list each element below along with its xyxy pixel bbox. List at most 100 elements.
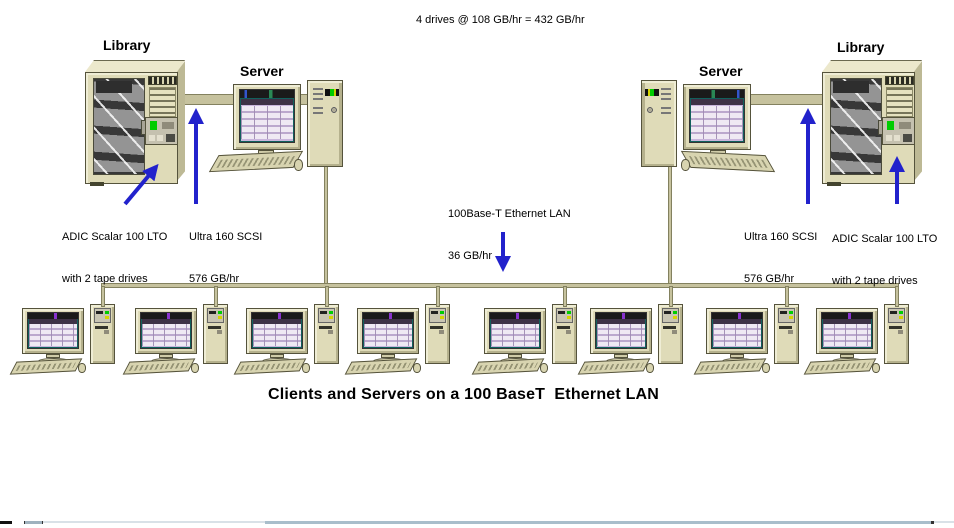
client-workstation <box>9 300 116 378</box>
lan-label: 100Base-T Ethernet LAN 36 GB/hr <box>448 208 571 262</box>
scsi-label-right: Ultra 160 SCSI 576 GB/hr <box>744 231 818 285</box>
client-drop-line <box>214 286 218 307</box>
client-workstation <box>577 300 684 378</box>
server-mouse <box>681 159 690 171</box>
client-floppy-slot <box>663 326 677 334</box>
client-tower <box>658 304 683 364</box>
scsi-bus-right <box>747 94 824 105</box>
client-floppy-slot <box>889 326 903 334</box>
client-tower <box>203 304 228 364</box>
client-mouse <box>413 363 421 373</box>
diagram-caption: Clients and Servers on a 100 BaseT Ether… <box>268 386 660 403</box>
client-keyboard <box>577 358 651 375</box>
client-drop-line <box>563 286 567 307</box>
bottom-edge-tick <box>931 521 934 524</box>
client-monitor <box>706 308 768 354</box>
client-tower <box>884 304 909 364</box>
client-mouse <box>762 363 770 373</box>
client-keyboard <box>471 358 545 375</box>
server-keyboard <box>208 150 304 173</box>
client-mouse <box>646 363 654 373</box>
client-monitor <box>816 308 878 354</box>
client-keyboard <box>344 358 418 375</box>
client-tower <box>90 304 115 364</box>
server-keyboard <box>680 150 776 173</box>
client-drop-line <box>785 286 789 307</box>
server-workstation-left <box>208 79 345 177</box>
server-lan-cable-left <box>324 166 328 285</box>
library-vents <box>886 87 913 117</box>
client-tower-led-panel <box>207 308 224 323</box>
client-tower <box>774 304 799 364</box>
tape-library-right <box>822 60 922 188</box>
client-floppy-slot <box>208 326 222 334</box>
adic-label-right: ADIC Scalar 100 LTO with 2 tape drives <box>832 233 938 287</box>
server-lan-cable-right <box>668 166 672 285</box>
client-drop-line <box>436 286 440 307</box>
client-mouse <box>540 363 548 373</box>
client-drop-line <box>669 286 673 307</box>
client-monitor <box>22 308 84 354</box>
library-glass-door <box>93 78 145 175</box>
client-tower-led-panel <box>318 308 335 323</box>
server-workstation-right <box>639 79 776 177</box>
client-mouse <box>191 363 199 373</box>
client-screen <box>27 312 79 349</box>
client-workstation <box>122 300 229 378</box>
client-floppy-slot <box>779 326 793 334</box>
client-screen <box>821 312 873 349</box>
client-mouse <box>78 363 86 373</box>
library-glass-door <box>830 78 882 175</box>
library-front-face <box>85 72 178 186</box>
client-workstation <box>233 300 340 378</box>
server-tower <box>641 80 677 167</box>
server-tower <box>307 80 343 167</box>
adic-label-left: ADIC Scalar 100 LTO with 2 tape drives <box>62 231 168 285</box>
client-keyboard <box>803 358 877 375</box>
library-foot <box>827 182 841 186</box>
library-side-face <box>914 61 922 181</box>
library-label-left: Library <box>103 37 151 53</box>
library-foot <box>90 182 104 186</box>
client-workstation <box>471 300 578 378</box>
client-floppy-slot <box>319 326 333 334</box>
client-screen <box>140 312 192 349</box>
client-screen <box>362 312 414 349</box>
scsi-label-left: Ultra 160 SCSI 576 GB/hr <box>189 231 263 285</box>
library-vents <box>149 87 176 117</box>
bottom-edge-segment <box>0 521 12 524</box>
client-screen <box>251 312 303 349</box>
client-keyboard <box>233 358 307 375</box>
server-monitor <box>683 84 751 150</box>
library-side-face <box>177 61 185 181</box>
client-workstation <box>803 300 910 378</box>
library-control-panel <box>145 117 178 145</box>
library-cassette-slots <box>885 76 914 85</box>
client-tower-led-panel <box>888 308 905 323</box>
client-keyboard <box>9 358 83 375</box>
tape-library-left <box>85 60 185 188</box>
client-monitor <box>484 308 546 354</box>
client-keyboard <box>693 358 767 375</box>
client-floppy-slot <box>430 326 444 334</box>
server-label-right: Server <box>699 63 743 79</box>
client-tower-led-panel <box>94 308 111 323</box>
client-mouse <box>302 363 310 373</box>
bottom-edge-segment <box>24 521 43 524</box>
client-drop-line <box>101 286 105 307</box>
client-mouse <box>872 363 880 373</box>
server-monitor <box>233 84 301 150</box>
library-cassette-slots <box>148 76 177 85</box>
client-drop-line <box>895 286 899 307</box>
library-top-face <box>822 60 922 72</box>
server-mouse <box>294 159 303 171</box>
client-screen <box>489 312 541 349</box>
lan-backbone-line <box>101 283 899 288</box>
server-screen <box>689 89 745 143</box>
client-tower-led-panel <box>662 308 679 323</box>
client-floppy-slot <box>95 326 109 334</box>
client-monitor <box>246 308 308 354</box>
client-screen <box>595 312 647 349</box>
client-tower-led-panel <box>778 308 795 323</box>
